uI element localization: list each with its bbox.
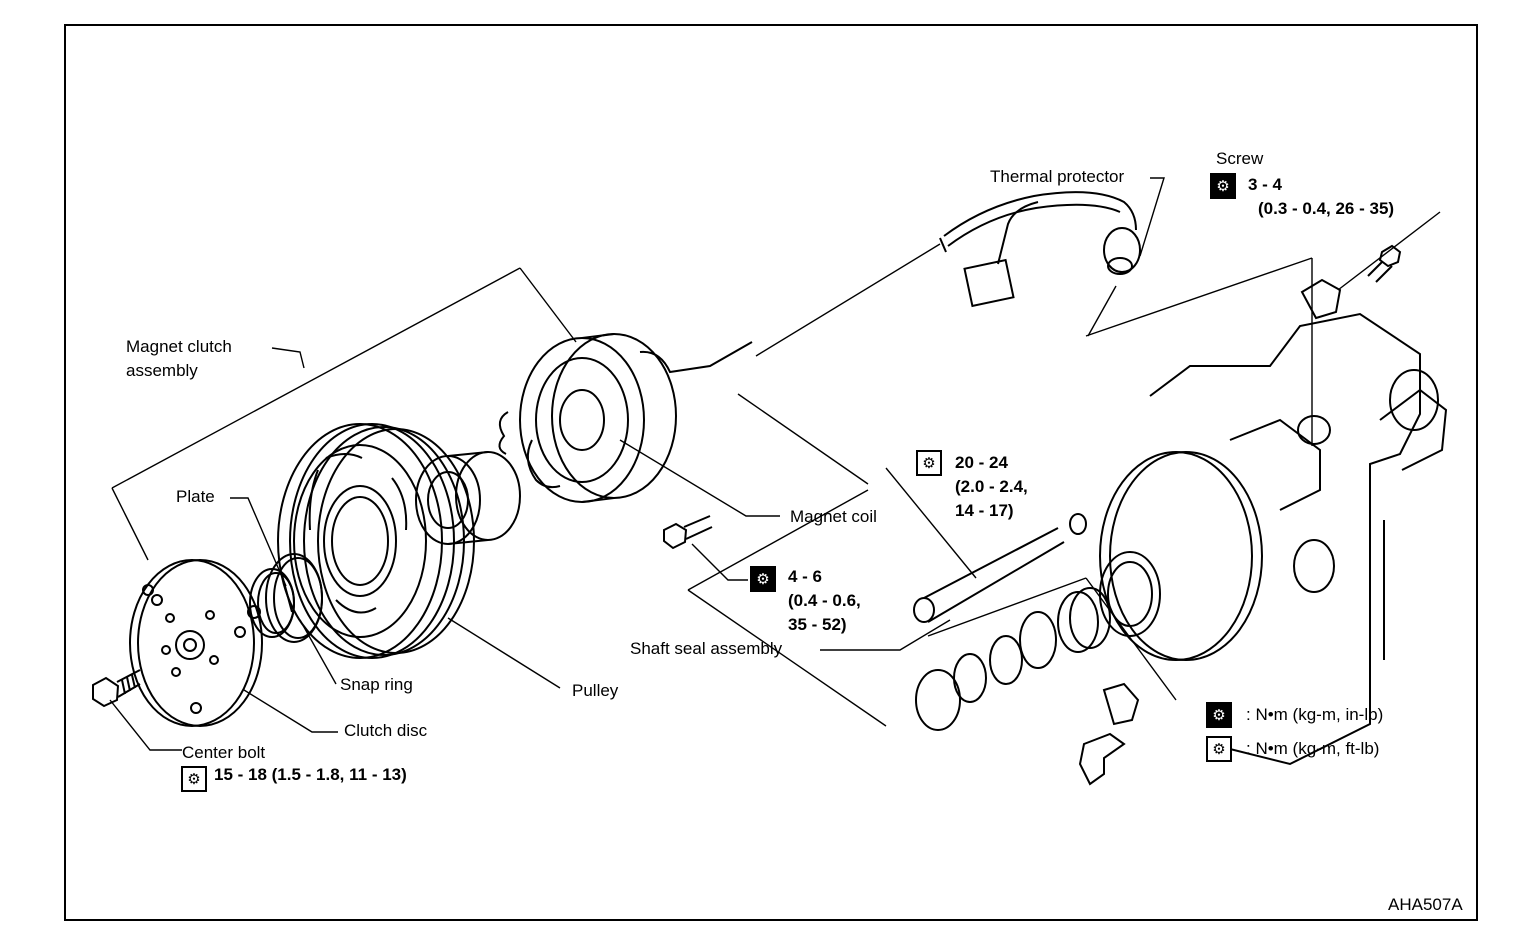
center-bolt-part	[92, 669, 141, 708]
legend-in-lb-text: : N•m (kg-m, in-lb)	[1246, 705, 1384, 724]
bearing-part	[415, 451, 521, 545]
magnet-coil-label: Magnet coil	[790, 507, 877, 526]
legend-ft-lb-icon: ⚙	[1206, 736, 1232, 762]
screw-label: Screw	[1216, 149, 1264, 168]
through-bolt-torque-value: 20 - 24	[955, 453, 1008, 472]
through-bolt-part	[913, 513, 1087, 623]
legend-ft-lb-text: : N•m (kg-m, ft-lb)	[1246, 739, 1380, 758]
torque-wrench-in-lb-icon: ⚙	[1210, 173, 1236, 199]
through-bolt-torque-range: (2.0 - 2.4,	[955, 477, 1028, 496]
figure-code: AHA507A	[1388, 895, 1463, 914]
torque-wrench-in-lb-icon: ⚙	[750, 566, 776, 592]
through-bolt-torque-range-2: 14 - 17)	[955, 501, 1014, 520]
snap-ring-part	[247, 553, 323, 643]
screw-torque-range: (0.3 - 0.4, 26 - 35)	[1258, 199, 1395, 218]
thermal-protector-part	[939, 191, 1141, 308]
clutch-disc-part	[129, 559, 263, 727]
shaft-seal-assembly-label: Shaft seal assembly	[630, 639, 783, 658]
coil-screw-torque-value: 4 - 6	[788, 567, 823, 586]
shaft-seal-parts	[915, 587, 1140, 786]
screw-torque-value: 3 - 4	[1248, 175, 1283, 194]
screw-part	[1300, 244, 1402, 320]
center-bolt-torque: 15 - 18 (1.5 - 1.8, 11 - 13)	[214, 765, 407, 784]
pulley-part	[277, 423, 475, 659]
leader-lines	[109, 177, 1441, 751]
torque-wrench-ft-lb-icon: ⚙	[916, 450, 942, 476]
magnet-clutch-assembly-label-2: assembly	[126, 361, 198, 380]
figure-frame	[64, 24, 1478, 921]
clutch-disc-label: Clutch disc	[344, 721, 428, 740]
torque-wrench-ft-lb-icon: ⚙	[181, 766, 207, 792]
plate-label: Plate	[176, 487, 215, 506]
coil-screw-torque-range-2: 35 - 52)	[788, 615, 847, 634]
thermal-protector-label: Thermal protector	[990, 167, 1125, 186]
compressor-body-part	[1099, 312, 1448, 766]
coil-screw-torque-range: (0.4 - 0.6,	[788, 591, 861, 610]
magnet-clutch-assembly-label: Magnet clutch	[126, 337, 232, 356]
legend-in-lb-icon: ⚙	[1206, 702, 1232, 728]
pulley-label: Pulley	[572, 681, 619, 700]
snap-ring-label: Snap ring	[340, 675, 413, 694]
center-bolt-label: Center bolt	[182, 743, 266, 762]
coil-screw-part	[663, 515, 713, 550]
magnet-coil-part	[498, 333, 753, 503]
